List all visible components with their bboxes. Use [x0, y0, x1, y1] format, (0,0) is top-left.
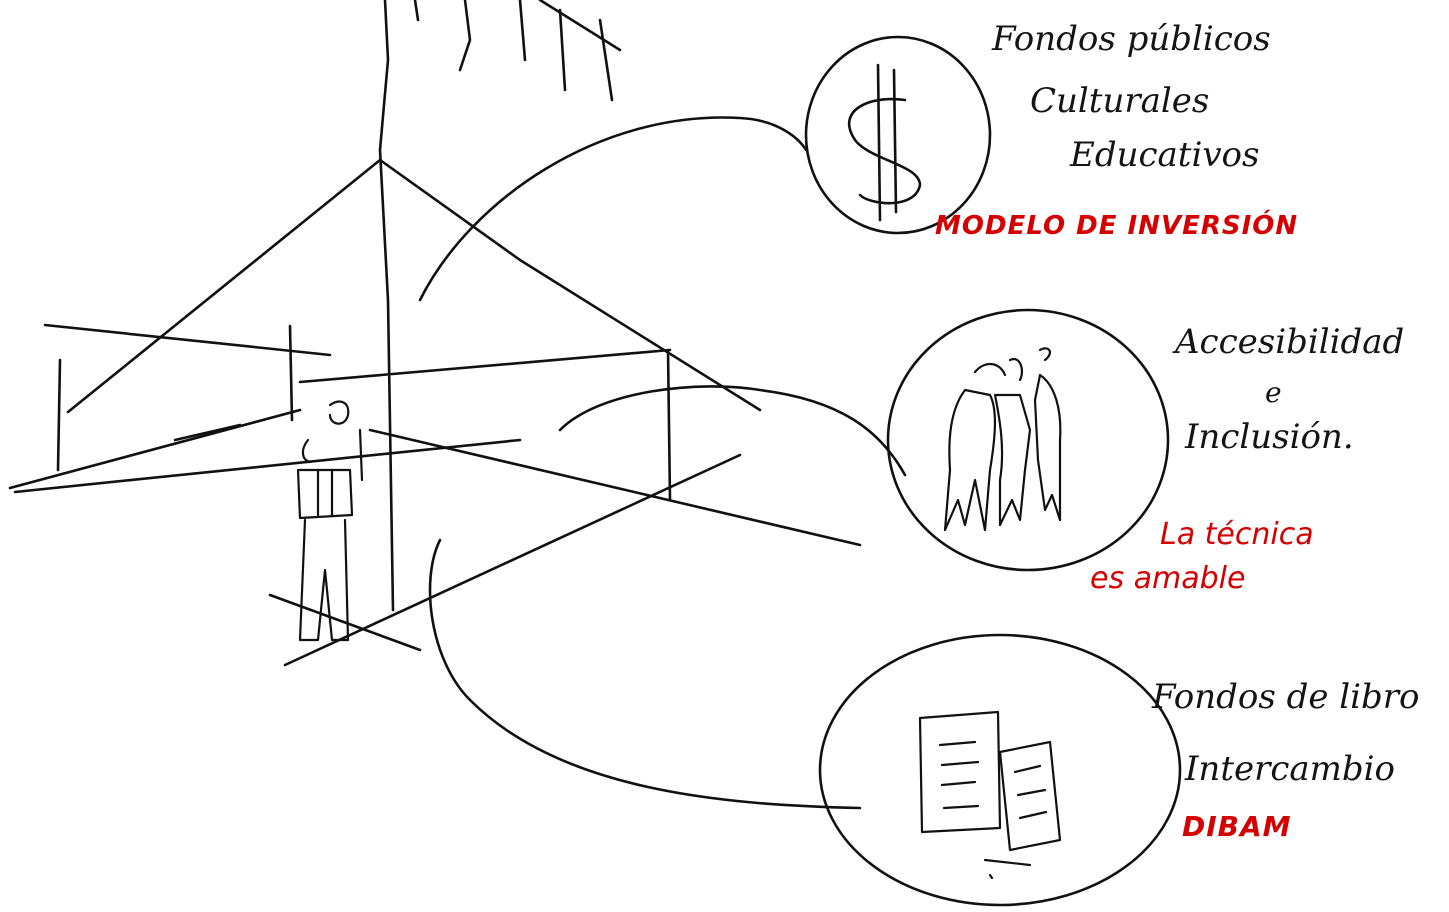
accessibility-line-1: Accesibilidad: [1175, 325, 1404, 361]
funding-line-1: Fondos públicos: [992, 22, 1271, 58]
books-red-label: DIBAM: [1182, 812, 1292, 843]
funding-line-3: Educativos: [1070, 138, 1259, 174]
funding-bubble: [806, 37, 990, 233]
dollar-sign-icon: [849, 65, 920, 220]
accessibility-line-2: e: [1265, 378, 1282, 407]
accessibility-red-label-2: es amable: [1090, 562, 1245, 595]
books-line-2: Intercambio: [1185, 752, 1395, 788]
books-bubble: [820, 635, 1180, 905]
accessibility-bubble: [888, 310, 1168, 570]
books-icon: [920, 712, 1060, 878]
accessibility-red-label-1: La técnica: [1160, 518, 1314, 551]
funding-red-label: MODELO DE INVERSIÓN: [935, 212, 1298, 241]
people-group-icon: [945, 348, 1060, 530]
funding-line-2: Culturales: [1030, 84, 1209, 120]
accessibility-line-3: Inclusión.: [1185, 420, 1354, 456]
room-perspective-sketch: [10, 0, 905, 808]
standing-figure: [298, 402, 362, 640]
books-line-1: Fondos de libro: [1152, 680, 1420, 716]
